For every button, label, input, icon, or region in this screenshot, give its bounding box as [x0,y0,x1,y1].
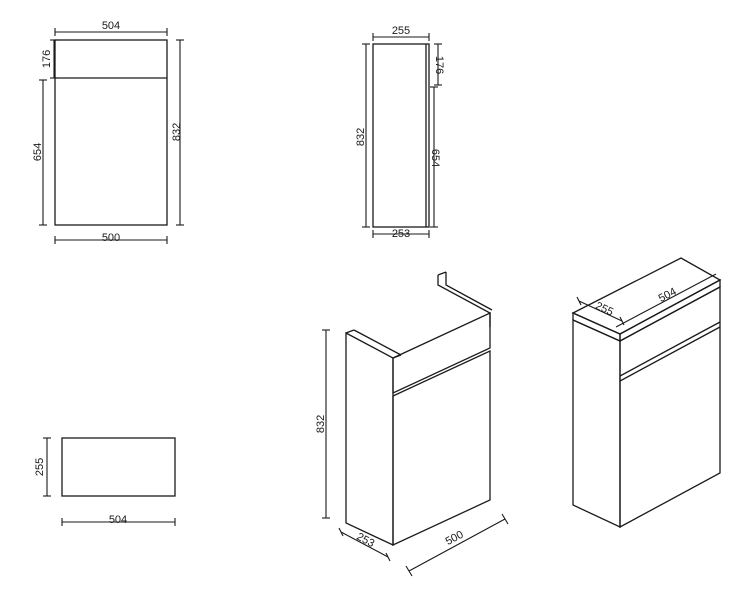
iso-open-side-panel [345,331,394,547]
iso-closed-side-panel [572,318,621,529]
front-bottom-width-label: 500 [102,232,120,244]
iso-closed-panel-divider [619,326,721,382]
side-view: 255 253 832 176 654 [355,25,445,240]
side-door-height-label: 654 [429,149,441,167]
top-view-depth-label: 255 [34,458,46,476]
top-view-outline [61,437,176,497]
top-view: 255 504 [34,437,176,526]
iso-open-height-label: 832 [315,415,327,433]
front-total-height-label: 832 [171,123,183,141]
iso-open-top-panel [392,311,491,395]
iso-closed-width-label: 504 [657,286,679,305]
side-panel-height-label: 176 [433,56,445,74]
iso-closed-front-face [619,285,721,529]
front-cabinet-outline [54,39,168,226]
iso-open-view: 832 253 500 [315,271,509,577]
side-bottom-depth-label: 253 [392,228,410,240]
iso-closed-width-dim [615,273,717,328]
side-top-depth-label: 255 [392,25,410,37]
top-view-width-label: 504 [109,514,127,526]
front-view: 504 500 176 654 832 [32,20,184,244]
iso-open-width-dim [408,518,506,572]
iso-closed-depth-dim [578,300,623,322]
iso-open-door [392,349,491,547]
side-total-height-label: 832 [355,128,367,146]
iso-open-width-label: 500 [444,529,466,548]
iso-open-depth-label: 253 [354,531,376,550]
front-panel-height-label: 176 [41,50,53,68]
iso-open-depth-dim [340,531,389,558]
iso-closed-view: 255 504 [571,257,722,529]
front-top-width-label: 504 [102,20,120,32]
front-door-height-label: 654 [32,143,44,161]
side-cabinet-outline [372,43,430,228]
